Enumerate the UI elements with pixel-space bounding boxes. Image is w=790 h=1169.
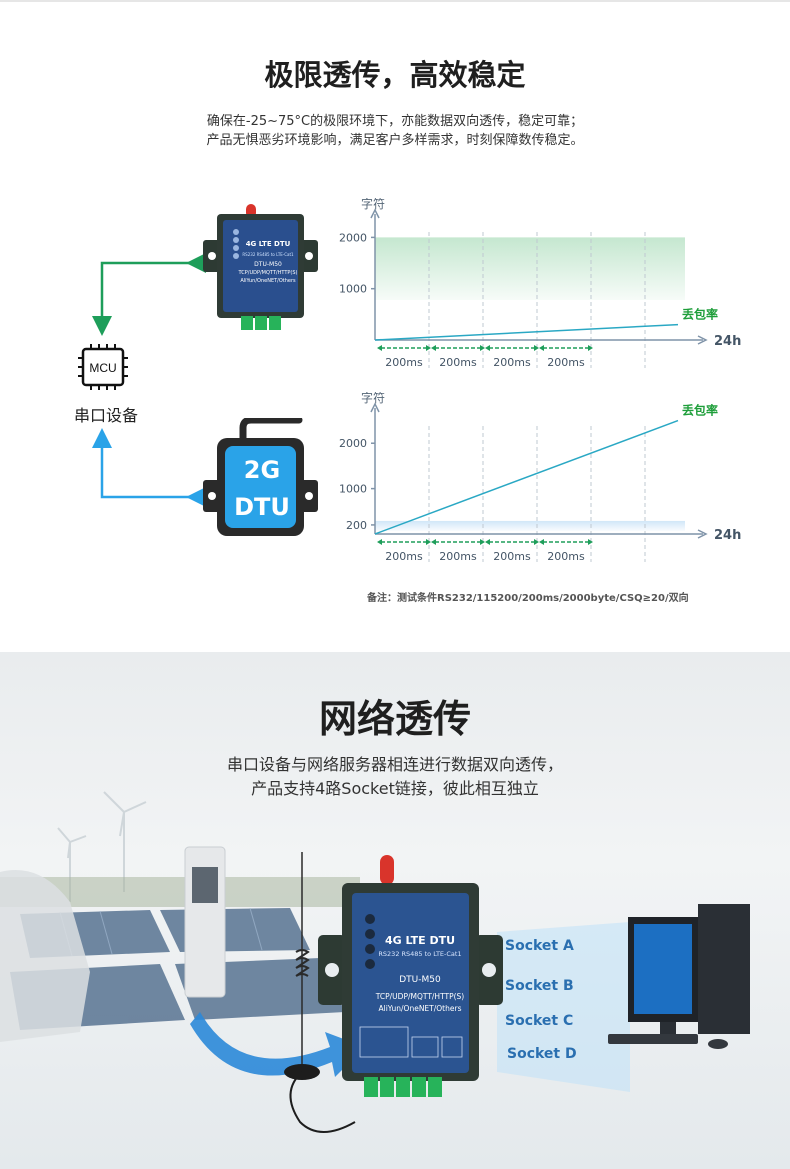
chart-y-arrow	[370, 208, 380, 219]
section1-desc-line1: 确保在-25~75°C的极限环境下，亦能数据双向透传，稳定可靠；	[206, 114, 584, 129]
chart-interval-label: 200ms	[493, 550, 531, 563]
chart-x-arrow	[697, 335, 708, 345]
chart-interval-label: 200ms	[493, 356, 531, 369]
chart-interval-label: 200ms	[439, 550, 477, 563]
section2-description: 串口设备与网络服务器相连进行数据双向透传， 产品支持4路Socket链接，彼此相…	[0, 753, 790, 801]
dtu-main-subtitle: RS232 RS485 to LTE-Cat1	[378, 950, 462, 958]
chart-interval-label: 200ms	[385, 356, 423, 369]
chart-series-line	[374, 419, 679, 535]
chart-interval-arrowhead-right	[534, 345, 539, 351]
chart-series-line	[374, 323, 679, 341]
socket-d-label: Socket D	[507, 1046, 577, 1062]
test-condition-note: 备注：测试条件RS232/115200/200ms/2000byte/CSQ≥2…	[367, 593, 689, 604]
chart-band	[375, 237, 685, 300]
chart-interval-arrowhead-right	[426, 345, 431, 351]
chart-y-label: 字符	[361, 198, 385, 211]
dtu-main-device-image	[318, 855, 503, 1097]
dtu-4g-clouds: AliYun/OneNET/Others	[240, 278, 296, 284]
section2-desc-line1: 串口设备与网络服务器相连进行数据双向透传，	[226, 755, 563, 774]
chart-interval-arrowhead-right	[480, 539, 485, 545]
chart-x-arrow	[697, 529, 708, 539]
section1-desc-line2: 产品无惧恶劣环境影响，满足客户多样需求，时刻保障数传稳定。	[206, 133, 584, 148]
dtu-main-protocols: TCP/UDP/MQTT/HTTP(S)	[375, 992, 465, 1001]
chart-x-label: 24h	[714, 334, 741, 349]
chart-interval-label: 200ms	[439, 356, 477, 369]
scene-illustration	[0, 791, 750, 1133]
chart-interval-arrowhead-left	[485, 345, 490, 351]
chart-series-label: 丢包率	[682, 307, 718, 322]
chart-interval-arrowhead-left	[377, 539, 382, 545]
dtu-main-model: DTU-M50	[399, 975, 441, 985]
dtu-2g-label-line1: 2G	[243, 456, 281, 484]
chart-interval-arrowhead-right	[480, 345, 485, 351]
dtu-main-clouds: AliYun/OneNET/Others	[378, 1004, 462, 1013]
chart-interval-label: 200ms	[547, 356, 585, 369]
mcu-chip-icon: MCU	[78, 344, 128, 390]
chart-y-tick-label: 2000	[339, 437, 367, 450]
mcu-label: MCU	[89, 361, 116, 375]
chart-x-label: 24h	[714, 528, 741, 543]
chart-interval-arrowhead-right	[588, 345, 593, 351]
chart-2g-stability: 字符 24h 2000 1000 200 200ms 200ms 200ms 200ms 丢包率	[339, 392, 741, 563]
chart-4g-stability: 字符 24h 2000 1000 200ms 200ms 200ms 200ms 丢包率	[339, 198, 741, 369]
section1-description: 确保在-25~75°C的极限环境下，亦能数据双向透传，稳定可靠； 产品无惧恶劣环…	[0, 112, 790, 150]
chart-interval-arrowhead-left	[431, 539, 436, 545]
dtu-4g-title: 4G LTE DTU	[245, 240, 291, 248]
chart-interval-arrowhead-left	[539, 539, 544, 545]
chart-y-tick-label: 2000	[339, 231, 367, 244]
socket-b-label: Socket B	[505, 978, 574, 994]
chart-interval-arrowhead-left	[539, 345, 544, 351]
blue-connector	[92, 428, 206, 507]
chart-y-label: 字符	[361, 392, 385, 405]
section1-title: 极限透传，高效稳定	[264, 58, 526, 92]
serial-device-label: 串口设备	[73, 406, 138, 425]
top-divider	[0, 0, 790, 2]
dtu-4g-subtitle: RS232 RS485 to LTE-Cat1	[242, 252, 294, 257]
dtu-4g-model: DTU-M50	[254, 261, 282, 268]
chart-interval-arrowhead-right	[534, 539, 539, 545]
chart-interval-arrowhead-left	[485, 539, 490, 545]
connector-arrows	[92, 253, 206, 507]
chart-interval-label: 200ms	[547, 550, 585, 563]
dtu-2g-label-line2: DTU	[234, 493, 290, 521]
section2-desc-line2: 产品支持4路Socket链接，彼此相互独立	[251, 779, 539, 798]
chart-y-tick-label: 1000	[339, 283, 367, 296]
chart-y-tick-label: 200	[346, 519, 367, 532]
chart-interval-arrowhead-right	[588, 539, 593, 545]
chart-interval-arrowhead-left	[377, 345, 382, 351]
dtu-main-title: 4G LTE DTU	[384, 934, 456, 947]
chart-interval-arrowhead-left	[431, 345, 436, 351]
socket-c-label: Socket C	[505, 1013, 574, 1029]
chart-band	[375, 520, 685, 531]
socket-a-label: Socket A	[505, 938, 574, 954]
section2-title: 网络透传	[318, 697, 471, 741]
section2-background	[0, 652, 790, 1169]
green-connector	[92, 253, 206, 336]
dtu-2g-device-image	[203, 418, 318, 536]
chart-y-tick-label: 1000	[339, 483, 367, 496]
dtu-4g-protocols: TCP/UDP/MQTT/HTTP(S)	[238, 270, 298, 276]
chart-series-label: 丢包率	[682, 403, 718, 418]
dtu-4g-device-image	[203, 204, 318, 330]
chart-interval-label: 200ms	[385, 550, 423, 563]
chart-y-arrow	[370, 402, 380, 413]
chart-interval-arrowhead-right	[426, 539, 431, 545]
